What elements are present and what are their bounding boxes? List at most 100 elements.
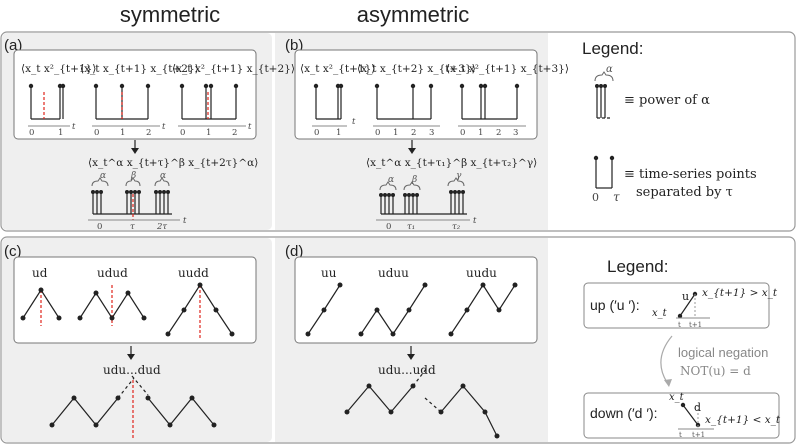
- b-gtick-tau1: τ₁: [407, 222, 415, 232]
- b-term-2: ⟨x_t x_{t+2} x_{t+3}⟩: [357, 63, 476, 75]
- b1-t: t: [352, 117, 356, 127]
- b3-tick-1: 1: [478, 128, 483, 138]
- a2-tick-2: 2: [146, 128, 151, 138]
- panel-d-label: (d): [285, 243, 303, 260]
- legend-up-t1: t+1: [689, 321, 702, 329]
- a-greek-alpha-1: α: [100, 171, 106, 181]
- legend-down-letter: d: [694, 401, 701, 414]
- a-diagram-1: [30, 86, 64, 120]
- a-general-diagram: [92, 192, 172, 220]
- a-gtick-tau: τ: [130, 222, 135, 232]
- legend-up-cond: x_{t+1} > x_t: [702, 287, 778, 299]
- d-word-3: uudu: [466, 266, 497, 280]
- b1-tick-1: 1: [336, 128, 341, 138]
- a2-t: t: [162, 122, 166, 132]
- legend-ts-line2: separated by τ: [636, 185, 733, 200]
- a-diagram-2: [95, 86, 149, 120]
- legend-not: NOT(u) = d: [680, 364, 751, 378]
- c-word-1: ud: [32, 266, 48, 280]
- panel-c-inner-box: [13, 256, 257, 344]
- b2-tick-3: 3: [429, 128, 434, 138]
- legend-up-label: up (′u ′):: [590, 297, 640, 313]
- b-term-3: ⟨x_t x²_{t+1} x_{t+3}⟩: [446, 63, 569, 75]
- c-long-pattern: [51, 375, 215, 440]
- b-general-t: t: [473, 216, 477, 226]
- legend-down-label: down (′d ′):: [590, 405, 658, 421]
- a2-tick-0: 0: [94, 128, 99, 138]
- legend-ts-line1: ≡ time-series points: [624, 167, 757, 182]
- b-diagram-1: [315, 86, 342, 120]
- a-general-t: t: [183, 216, 187, 226]
- a3-tick-2: 2: [232, 128, 237, 138]
- b-general-diagram: [380, 192, 467, 215]
- a2-tick-1: 1: [120, 128, 125, 138]
- b-gtick-0: 0: [386, 222, 391, 232]
- d-down-arrow: [407, 354, 415, 360]
- a3-tick-0: 0: [180, 128, 185, 138]
- b3-tick-0: 0: [460, 128, 465, 138]
- a-greek-beta: β: [130, 171, 136, 181]
- b-general-term: ⟨x_t^α x_{t+τ₁}^β x_{t+τ₂}^γ⟩: [366, 157, 537, 169]
- legend-down-box: [583, 392, 780, 439]
- a-term-2: ⟨x_t x_{t+1} x_{t+2}⟩: [80, 63, 199, 75]
- legend-up-t: t: [678, 321, 681, 329]
- legend-up-letter: u: [682, 290, 689, 303]
- b-diagram-2: [376, 86, 432, 120]
- legend-zero: 0: [592, 191, 599, 204]
- b-term-1: ⟨x_t x²_{t+1}⟩: [300, 63, 375, 75]
- b3-tick-2: 2: [496, 128, 501, 138]
- legend-tau: τ: [613, 190, 620, 204]
- legend-up-glyph: [679, 293, 696, 317]
- b-greek-gamma: γ: [456, 171, 462, 181]
- legend-down-t1: t+1: [692, 431, 705, 439]
- b2-tick-2: 2: [411, 128, 416, 138]
- header-symmetric: symmetric: [120, 2, 220, 27]
- c-sequence: udu...dud: [103, 363, 161, 377]
- d-word-1: uu: [321, 266, 337, 280]
- legend-top-title: Legend:: [582, 39, 643, 58]
- b-greek-beta: β: [411, 175, 417, 185]
- header-asymmetric: asymmetric: [357, 2, 469, 27]
- c-word-3: uudd: [178, 266, 209, 280]
- a1-tick-0: 0: [29, 128, 34, 138]
- b-diagram-3: [461, 86, 518, 120]
- d-long-pattern: [346, 367, 498, 437]
- a-gtick-2tau: 2τ: [156, 222, 167, 232]
- legend-down-glyph: [682, 404, 699, 426]
- a-term-3: ⟨x_t x²_{t+1} x_{t+2}⟩: [172, 63, 295, 75]
- a3-t: t: [248, 122, 252, 132]
- b2-tick-0: 0: [375, 128, 380, 138]
- b1-tick-0: 0: [314, 128, 319, 138]
- a-term-1: ⟨x_t x²_{t+1}⟩: [21, 63, 96, 75]
- panel-c-label: (c): [4, 243, 22, 260]
- a-gtick-0: 0: [97, 222, 102, 232]
- legend-up-xt: x_t: [652, 308, 668, 319]
- a-greek-alpha-2: α: [160, 171, 166, 181]
- d-word-2: uduu: [378, 266, 409, 280]
- b3-tick-3: 3: [513, 128, 518, 138]
- b-greek-alpha: α: [388, 175, 394, 185]
- b-gtick-tau2: τ₂: [452, 222, 461, 232]
- a-general-term: ⟨x_t^α x_{t+τ}^β x_{t+2τ}^α⟩: [88, 157, 258, 169]
- legend-down-t: t: [679, 431, 682, 439]
- d-sequence: udu...udd: [378, 363, 436, 377]
- legend-power-text: ≡ power of α: [624, 93, 710, 108]
- a1-tick-1: 1: [58, 128, 63, 138]
- legend-down-cond: x_{t+1} < x_t: [705, 414, 781, 426]
- legend-up-box: [583, 282, 770, 329]
- a3-tick-1: 1: [206, 128, 211, 138]
- panel-b-inner-box: [294, 49, 538, 140]
- b-down-arrow: [408, 148, 416, 154]
- a1-t: t: [72, 122, 76, 132]
- legend-power-glyph: [596, 86, 612, 119]
- c-word-2: udud: [97, 266, 128, 280]
- b2-tick-1: 1: [393, 128, 398, 138]
- c-down-arrow: [127, 354, 135, 360]
- legend-ts-glyph: [595, 158, 613, 189]
- legend-negation: logical negation: [678, 345, 768, 360]
- legend-alpha: α: [606, 64, 613, 75]
- panel-a-inner-box: [13, 49, 257, 140]
- a-down-arrow: [131, 148, 139, 154]
- legend-bottom-title: Legend:: [607, 257, 668, 276]
- a-diagram-3: [181, 86, 237, 120]
